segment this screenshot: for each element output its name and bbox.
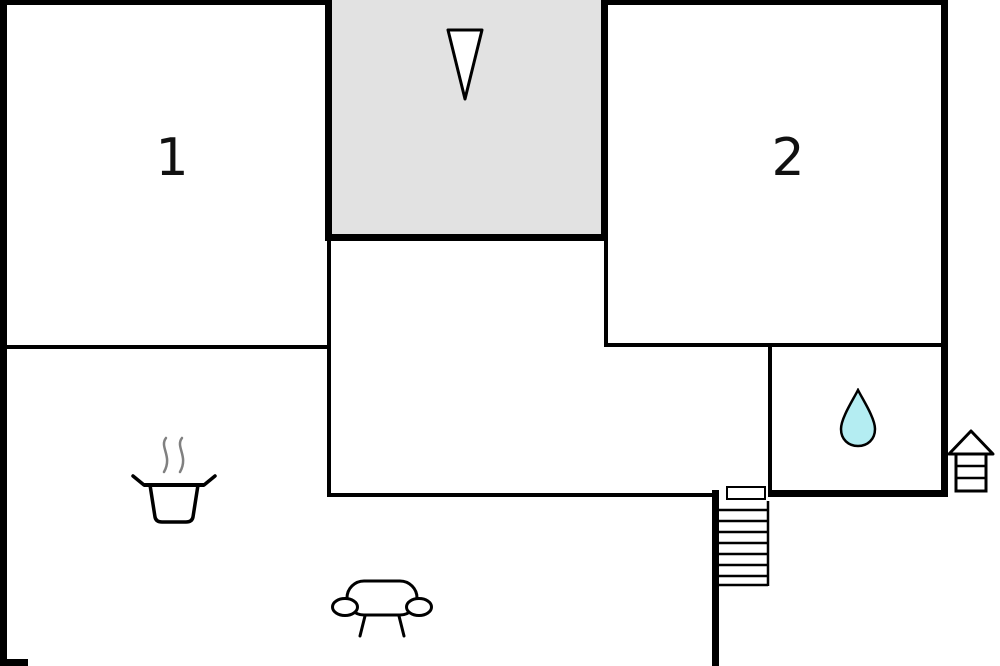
wall-top-right — [601, 0, 948, 5]
room-1-label: 1 — [155, 128, 189, 188]
wall-hall-bottom — [327, 493, 717, 497]
wall-hall-left — [327, 234, 331, 497]
wall-room2-bottom — [605, 343, 941, 347]
terrace-room — [325, 0, 608, 241]
wall-right — [941, 0, 948, 497]
water-drop-icon — [839, 388, 877, 448]
steam-line — [178, 436, 185, 474]
wall-top-left — [0, 0, 332, 5]
cooking-pot-icon — [131, 436, 217, 524]
wall-bath-bottom — [768, 490, 948, 497]
sofa-icon — [331, 579, 433, 638]
wall-room2-left — [604, 234, 608, 347]
steam-line — [162, 436, 169, 474]
direction-arrow-icon — [446, 28, 484, 101]
wall-room1-bottom — [0, 345, 331, 349]
wall-bottom-stub — [0, 659, 28, 666]
wall-left — [0, 0, 7, 666]
wall-bath-left — [768, 345, 772, 497]
stair-threshold — [726, 486, 766, 500]
well-icon — [947, 429, 995, 493]
room-2-label: 2 — [771, 128, 805, 188]
stairs-icon — [714, 501, 770, 587]
